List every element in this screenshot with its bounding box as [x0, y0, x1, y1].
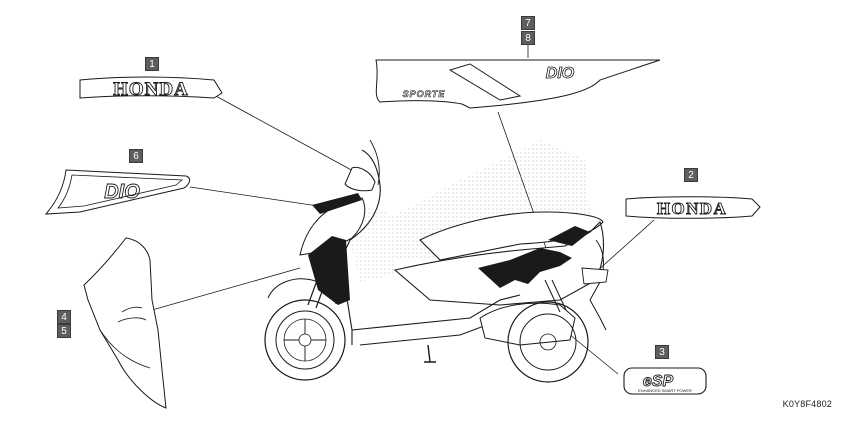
dio-side-text: DIO — [104, 181, 140, 203]
front-dark-panel — [308, 236, 350, 305]
callout-1[interactable]: 1 — [145, 57, 159, 71]
callout-7[interactable]: 7 — [521, 16, 535, 30]
decal-front-panel[interactable] — [83, 237, 167, 409]
callout-3[interactable]: 3 — [655, 345, 669, 359]
scooter-outline — [267, 139, 609, 363]
honda-side-text: HONDA — [657, 199, 727, 218]
decal-honda-front[interactable]: HONDA — [79, 76, 223, 100]
callout-2[interactable]: 2 — [684, 168, 698, 182]
sporte-text: SPORTE — [403, 89, 446, 99]
honda-front-text: HONDA — [113, 79, 189, 100]
decal-dio-side[interactable]: DIO — [44, 169, 191, 215]
decal-honda-side[interactable]: HONDA — [625, 196, 761, 219]
callout-4[interactable]: 4 — [57, 310, 71, 324]
dio-top-text: DIO — [546, 65, 575, 82]
esp-tagline-text: ENHANCED SMART POWER — [638, 388, 692, 393]
leader-line-2 — [595, 219, 655, 273]
decal-x-graphic[interactable]: DIO SPORTE — [375, 59, 661, 109]
callout-5[interactable]: 5 — [57, 324, 71, 338]
part-code: K0Y8F4802 — [782, 399, 832, 409]
leader-line-6 — [189, 186, 326, 208]
leader-line-1 — [213, 94, 367, 179]
leader-line-45 — [151, 267, 301, 311]
front-wheel — [264, 299, 346, 381]
callout-8[interactable]: 8 — [521, 31, 535, 45]
callout-6[interactable]: 6 — [129, 149, 143, 163]
esp-logo-text: eSP — [643, 373, 674, 390]
rear-wheel — [507, 301, 589, 383]
side-dark-decal — [478, 248, 572, 288]
decal-esp-badge[interactable]: eSP ENHANCED SMART POWER — [623, 367, 707, 395]
